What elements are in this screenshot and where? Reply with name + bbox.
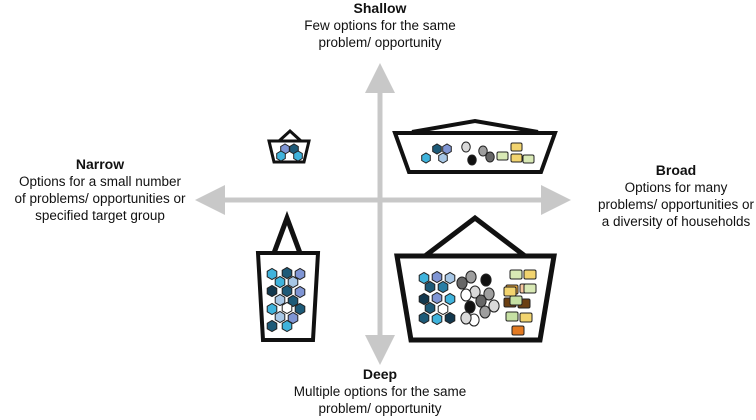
hexagon-item (266, 267, 278, 281)
square-item (496, 151, 509, 161)
square-item (509, 295, 523, 306)
circle-item (465, 270, 477, 284)
circle-item (475, 294, 487, 308)
shallow-title: Shallow (353, 0, 407, 16)
hexagon-item (421, 152, 431, 164)
hexagon-item (432, 143, 442, 155)
shallow-line2: problem/ opportunity (318, 35, 442, 50)
narrow-line2: of problems/ opportunities or (14, 191, 186, 206)
hexagon-item (437, 302, 449, 316)
hexagon-item (293, 150, 303, 162)
hexagon-item (274, 275, 286, 289)
square-item (509, 269, 523, 280)
hexagon-item (287, 311, 299, 325)
hexagon-item (418, 271, 430, 285)
label-narrow: Narrow Options for a small number of pro… (0, 156, 200, 224)
hexagon-item (431, 312, 443, 326)
hexagon-item (294, 285, 306, 299)
broad-line1: Options for many (624, 180, 728, 195)
label-broad: Broad Options for many problems/ opportu… (596, 162, 756, 230)
square-item (522, 154, 535, 164)
hexagon-item (274, 293, 286, 307)
label-deep: Deep Multiple options for the same probl… (270, 366, 490, 417)
hexagon-item (444, 311, 456, 325)
square-item (510, 153, 523, 163)
broad-line3: a diversity of households (601, 214, 751, 229)
basket-broad-shallow (392, 118, 558, 174)
hexagon-item (444, 271, 456, 285)
hexagon-item (294, 302, 306, 316)
hexagon-item (431, 270, 443, 284)
shallow-line1: Few options for the same (304, 18, 456, 33)
hexagon-item (438, 152, 448, 164)
square-item (519, 312, 533, 323)
circle-item (480, 273, 492, 287)
hexagon-item (437, 280, 449, 294)
hexagon-item (266, 319, 278, 333)
hexagon-item (281, 266, 293, 280)
hexagon-item (274, 310, 286, 324)
hexagon-item (442, 143, 452, 155)
hexagon-item (431, 291, 443, 305)
hexagon-item (424, 280, 436, 294)
square-item (510, 142, 523, 152)
deep-line2: problem/ opportunity (318, 401, 442, 416)
hexagon-item (287, 294, 299, 308)
hexagon-item (287, 275, 299, 289)
hexagon-item (294, 267, 306, 281)
narrow-line1: Options for a small number (18, 174, 182, 189)
circle-item (483, 287, 495, 301)
square-item (505, 311, 519, 322)
circle-item (464, 300, 476, 314)
hexagon-item (424, 301, 436, 315)
label-shallow: Shallow Few options for the same problem… (270, 0, 490, 51)
circle-item (456, 276, 468, 290)
circle-item (467, 154, 477, 166)
hexagon-item (266, 284, 278, 298)
circle-item (488, 299, 500, 313)
circle-item (461, 141, 471, 153)
deep-line1: Multiple options for the same (293, 384, 467, 399)
circle-item (485, 151, 495, 163)
hexagon-item (276, 150, 286, 162)
hexagon-item (281, 319, 293, 333)
hexagon-item (418, 292, 430, 306)
narrow-line3: specified target group (35, 208, 165, 223)
circle-item (460, 311, 472, 325)
square-item (523, 269, 537, 280)
hexagon-item (266, 302, 278, 316)
hexagon-item (444, 292, 456, 306)
basket-contents (266, 141, 537, 336)
hexagon-item (418, 311, 430, 325)
broad-title: Broad (655, 162, 697, 178)
square-item (523, 283, 537, 294)
hexagon-item (281, 301, 293, 315)
hexagon-item (281, 284, 293, 298)
circle-item (478, 145, 488, 157)
circle-item (460, 288, 472, 302)
broad-line2: problems/ opportunities or (597, 197, 755, 212)
square-item (503, 286, 517, 297)
square-item (511, 325, 525, 336)
circle-item (479, 305, 491, 319)
deep-title: Deep (362, 366, 398, 382)
narrow-title: Narrow (75, 156, 125, 172)
